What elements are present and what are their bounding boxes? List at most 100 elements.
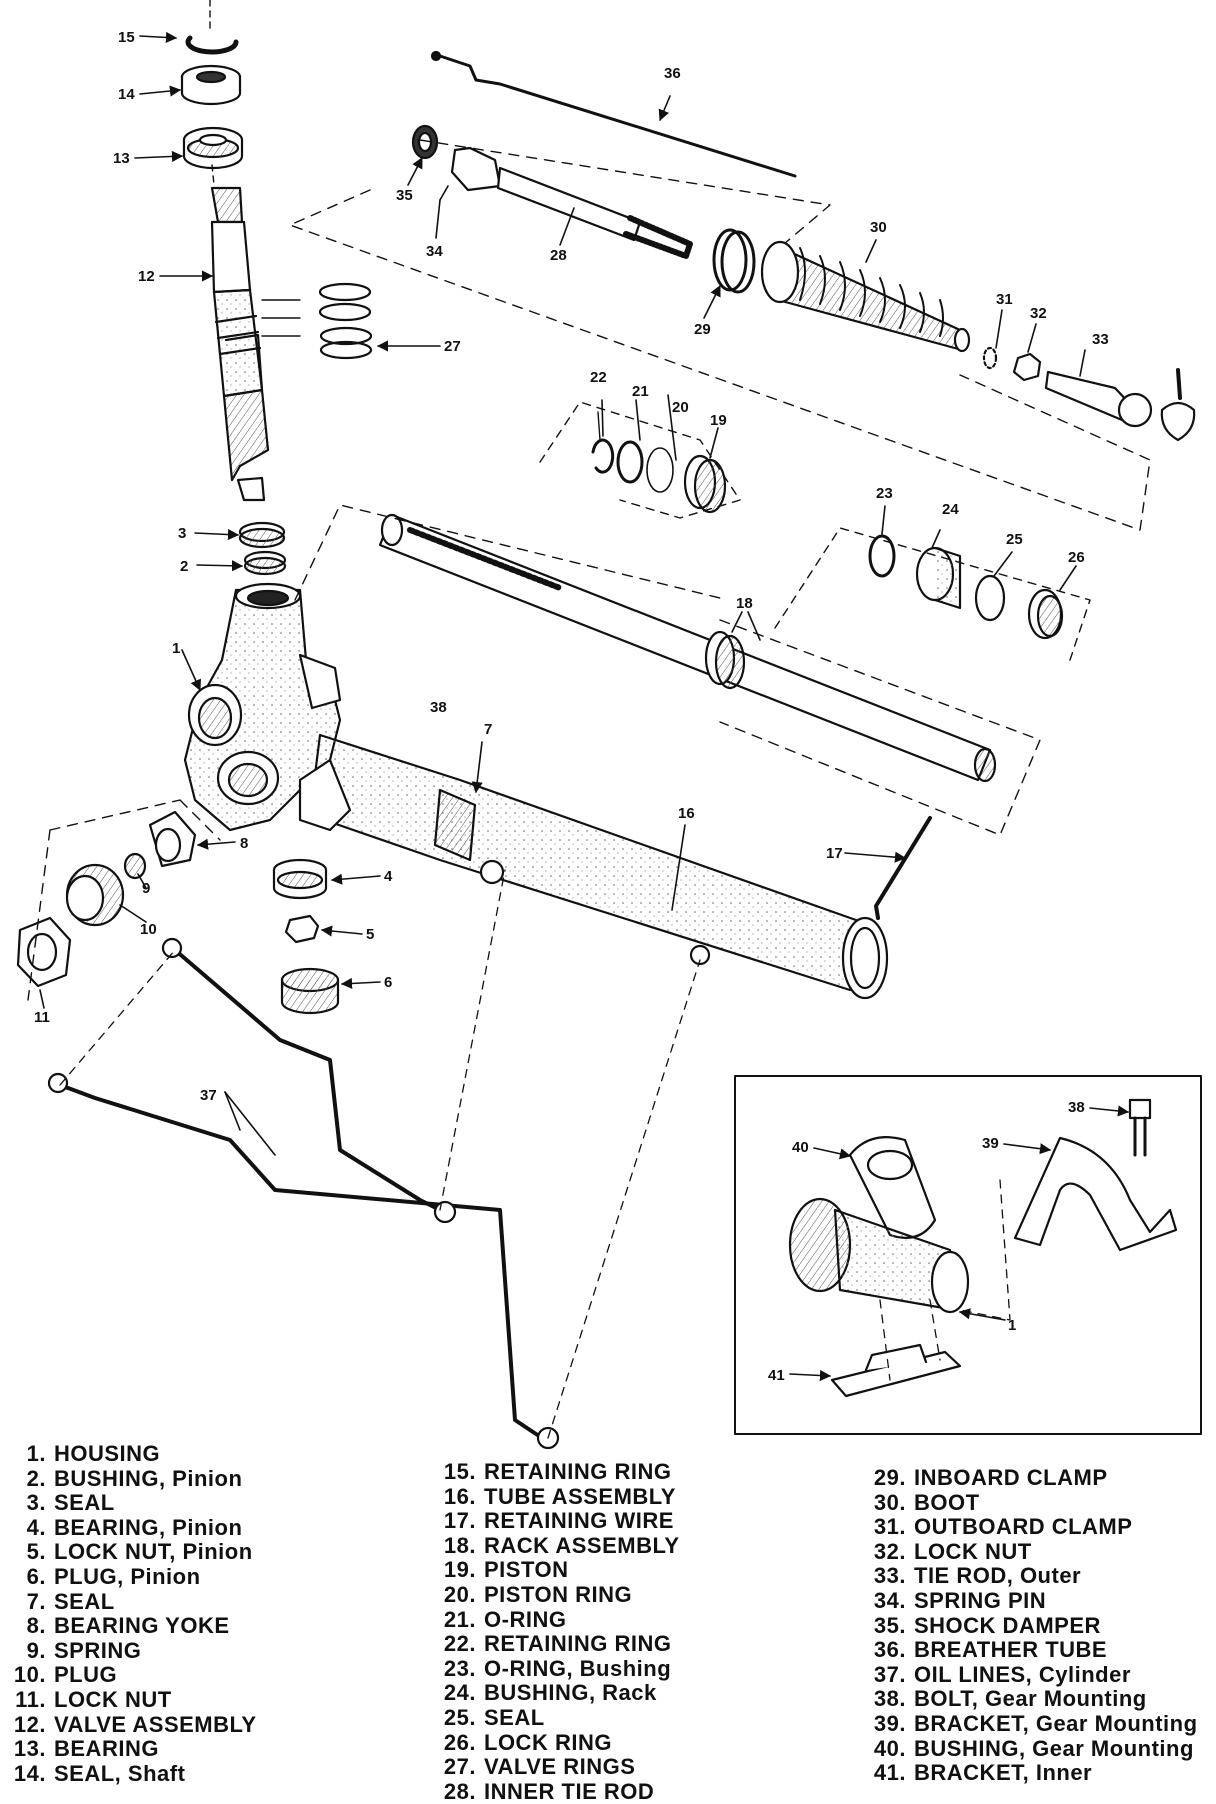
legend-item-label: SPRING — [54, 1637, 142, 1663]
callout-32: 32 — [1030, 305, 1047, 322]
legend-item-number: 35. — [873, 1612, 906, 1638]
callout-9: 9 — [142, 880, 150, 897]
lock-nut-11 — [16, 916, 72, 988]
legend-item-number: 34. — [873, 1587, 906, 1613]
legend-item-label: SEAL — [54, 1588, 115, 1614]
legend-item-number: 7. — [26, 1588, 46, 1614]
callout-38: 38 — [430, 699, 447, 716]
legend-item: 37. OIL LINES, Cylinder — [868, 1661, 1198, 1688]
legend-item-label: PISTON RING — [484, 1581, 633, 1607]
legend-item-label: SEAL, Shaft — [54, 1760, 186, 1786]
legend-item-label: TUBE ASSEMBLY — [484, 1483, 676, 1509]
bearing-yoke-8 — [148, 810, 197, 868]
legend-item: 33.TIE ROD, Outer — [868, 1564, 1198, 1589]
inner-bracket-41 — [830, 1343, 962, 1398]
legend-item: 41.BRACKET, Inner — [868, 1760, 1198, 1786]
legend-item-label: BEARING YOKE — [54, 1613, 230, 1639]
callout-24: 24 — [942, 501, 959, 518]
legend-item-label: RACK ASSEMBLY — [484, 1532, 680, 1558]
legend-item-number: 16. — [443, 1483, 476, 1509]
legend-item-label: INBOARD CLAMP — [914, 1465, 1108, 1490]
legend-item: 32.LOCK NUT — [868, 1539, 1198, 1565]
legend-item: 13.BEARING — [8, 1736, 257, 1762]
inboard-clamp-29 — [712, 228, 756, 294]
callout-39: 39 — [982, 1135, 999, 1152]
legend-item-label: BEARING — [54, 1736, 159, 1762]
lock-nut-32 — [1012, 352, 1042, 382]
boot-30 — [760, 240, 971, 353]
legend-item-label: OUTBOARD CLAMP — [914, 1514, 1133, 1540]
mounting-detail-inset — [734, 1075, 1202, 1435]
callout-10: 10 — [140, 921, 157, 938]
valve-assembly-12 — [210, 186, 270, 502]
legend-item-label: SPRING PIN — [914, 1587, 1047, 1613]
legend-item-label: RETAINING WIRE — [484, 1508, 674, 1534]
shaft-seal-14 — [180, 64, 242, 106]
callout-19: 19 — [710, 412, 727, 429]
legend-item-number: 41. — [873, 1760, 906, 1786]
legend-item: 40.BUSHING, Gear Mounting — [868, 1736, 1198, 1762]
callout-17: 17 — [826, 845, 843, 862]
legend-item: 9.SPRING — [8, 1637, 257, 1664]
legend-item: 10.PLUG — [8, 1663, 257, 1688]
legend-item-label: BEARING, Pinion — [54, 1514, 243, 1540]
legend-item-number: 30. — [873, 1489, 906, 1515]
rack-assembly-18 — [378, 513, 997, 783]
legend-item-number: 37. — [873, 1661, 906, 1687]
legend-item-label: RETAINING RING — [484, 1459, 672, 1484]
legend-item-number: 27. — [443, 1754, 476, 1780]
legend-item-number: 8. — [26, 1613, 46, 1639]
legend-item-number: 39. — [873, 1710, 906, 1736]
legend-item: 4. BEARING, Pinion — [8, 1514, 257, 1541]
retaining-wire-17 — [874, 816, 932, 920]
housing-end-detail — [788, 1197, 970, 1314]
piston-group — [539, 401, 741, 519]
legend-item-number: 28. — [443, 1778, 476, 1804]
legend-item-label: OIL LINES, Cylinder — [914, 1661, 1131, 1687]
legend-item-number: 14. — [13, 1760, 46, 1786]
legend-item: 27. VALVE RINGS — [438, 1754, 680, 1780]
callout-30: 30 — [870, 219, 887, 236]
callout-21: 21 — [632, 383, 649, 400]
legend-item: 3.SEAL — [8, 1490, 257, 1516]
legend-item-label: VALVE RINGS — [484, 1754, 636, 1780]
callout-28: 28 — [550, 247, 567, 264]
callout-31: 31 — [996, 291, 1013, 308]
legend-item-number: 4. — [26, 1514, 46, 1540]
callout-7: 7 — [484, 721, 492, 738]
legend-item-number: 2. — [26, 1465, 46, 1491]
callout-35: 35 — [396, 187, 413, 204]
tube-assembly-16 — [298, 733, 889, 1000]
legend-item: 15.RETAINING RING — [438, 1459, 680, 1485]
callout-1: 1 — [172, 640, 180, 657]
callout-18: 18 — [736, 595, 753, 612]
callout-1-inset: 1 — [1008, 1317, 1016, 1334]
pinion-seal-3 — [238, 521, 286, 549]
legend-item: 14. SEAL, Shaft — [8, 1760, 257, 1787]
legend-item-label: PLUG, Pinion — [54, 1563, 201, 1589]
callout-26: 26 — [1068, 549, 1085, 566]
callout-23: 23 — [876, 485, 893, 502]
legend-item-label: PISTON — [484, 1557, 569, 1583]
callout-12: 12 — [138, 268, 155, 285]
legend-item-label: VALVE ASSEMBLY — [54, 1711, 257, 1737]
legend-item-label: SEAL — [54, 1490, 115, 1516]
legend-item-label: HOUSING — [54, 1441, 161, 1466]
legend-item-number: 25. — [443, 1704, 476, 1730]
legend-item-number: 11. — [15, 1686, 46, 1712]
legend-item-number: 1. — [26, 1441, 46, 1466]
legend-item-label: BOOT — [914, 1489, 980, 1515]
oil-lines-37 — [47, 869, 701, 1450]
legend-item: 31.OUTBOARD CLAMP — [868, 1514, 1198, 1540]
callout-11: 11 — [34, 1009, 50, 1026]
legend-item-label: TIE ROD, Outer — [914, 1563, 1082, 1589]
legend-item-number: 6. — [26, 1563, 46, 1589]
legend-item: 29.INBOARD CLAMP — [868, 1465, 1198, 1491]
callout-40: 40 — [792, 1139, 809, 1156]
outboard-clamp-31 — [982, 346, 998, 370]
legend-item: 7. SEAL — [8, 1588, 257, 1615]
callout-37: 37 — [200, 1087, 217, 1104]
